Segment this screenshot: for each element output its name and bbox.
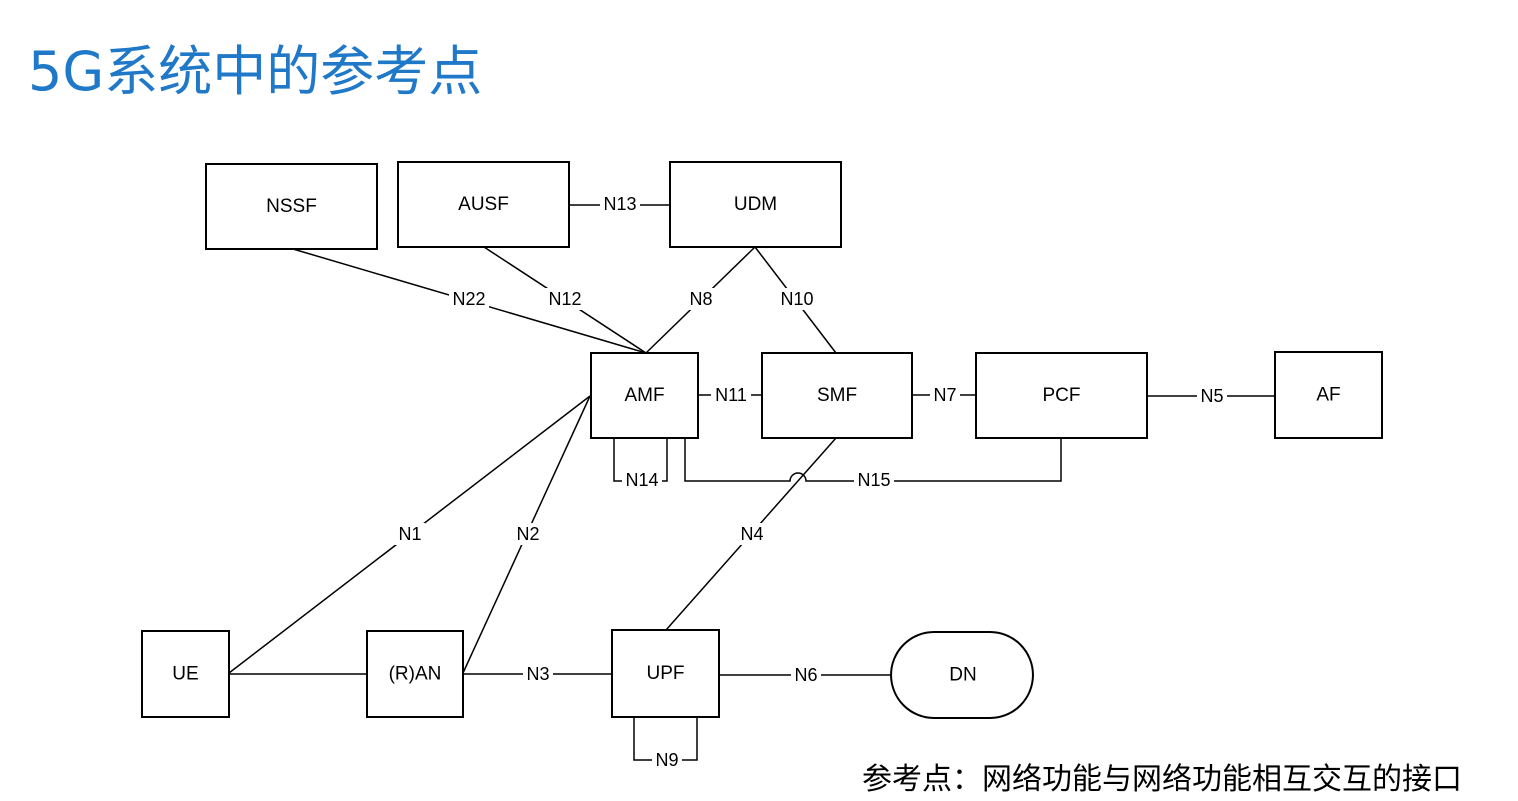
svg-text:N5: N5 — [1200, 386, 1223, 406]
svg-text:N14: N14 — [625, 470, 658, 490]
node-label: AUSF — [458, 194, 509, 215]
link-n15 — [684, 438, 1062, 482]
node-label: UDM — [734, 194, 777, 215]
ref-label-n22: N22 — [449, 288, 489, 310]
svg-text:N8: N8 — [689, 289, 712, 309]
node-nssf: NSSF — [205, 163, 378, 250]
ref-label-n11: N11 — [711, 384, 751, 406]
node-label: AF — [1316, 385, 1340, 406]
svg-text:N2: N2 — [516, 524, 539, 544]
ref-label-n4: N4 — [737, 523, 767, 545]
node-label: AMF — [624, 385, 664, 406]
ref-label-n1: N1 — [395, 523, 425, 545]
node-pcf: PCF — [975, 352, 1148, 439]
ref-label-n3: N3 — [523, 663, 553, 685]
svg-text:N3: N3 — [526, 664, 549, 684]
svg-text:N22: N22 — [452, 289, 485, 309]
ref-label-n12: N12 — [545, 288, 585, 310]
svg-text:N4: N4 — [740, 524, 763, 544]
svg-text:N1: N1 — [398, 524, 421, 544]
node-udm: UDM — [669, 161, 842, 248]
svg-text:N9: N9 — [655, 750, 678, 770]
ref-label-n15: N15 — [854, 469, 894, 491]
node-dn: DN — [890, 631, 1034, 719]
ref-label-n10: N10 — [777, 288, 817, 310]
svg-text:N7: N7 — [933, 385, 956, 405]
node-label: NSSF — [266, 196, 317, 217]
node-smf: SMF — [761, 352, 913, 439]
node-amf: AMF — [590, 352, 699, 439]
ref-label-n6: N6 — [791, 664, 821, 686]
node-label: SMF — [817, 385, 857, 406]
ref-label-n8: N8 — [686, 288, 716, 310]
node-upf: UPF — [611, 629, 720, 718]
node-label: UE — [172, 664, 198, 685]
node-label: PCF — [1043, 385, 1081, 406]
ref-label-n14: N14 — [622, 469, 662, 491]
ref-label-n9: N9 — [652, 749, 682, 771]
node-ausf: AUSF — [397, 161, 570, 248]
ref-label-n2: N2 — [513, 523, 543, 545]
page-title: 5G系统中的参考点 — [28, 40, 483, 103]
svg-text:N15: N15 — [857, 470, 890, 490]
node-label: DN — [949, 665, 976, 686]
svg-text:N10: N10 — [780, 289, 813, 309]
node-ran: (R)AN — [366, 630, 464, 718]
node-ue: UE — [141, 630, 230, 718]
reference-point-labels: N22 N12 N13 N8 N10 N11 N7 N5 — [395, 193, 1227, 771]
ref-label-n7: N7 — [930, 384, 960, 406]
ref-label-n5: N5 — [1197, 385, 1227, 407]
svg-text:N11: N11 — [715, 385, 747, 405]
node-label: UPF — [647, 663, 685, 684]
svg-text:N6: N6 — [794, 665, 817, 685]
ref-label-n13: N13 — [600, 193, 640, 215]
node-label: (R)AN — [389, 664, 442, 685]
node-af: AF — [1274, 351, 1383, 439]
svg-text:N13: N13 — [603, 194, 636, 214]
svg-text:N12: N12 — [548, 289, 581, 309]
footnote-definition: 参考点：网络功能与网络功能相互交互的接口 — [862, 762, 1462, 797]
